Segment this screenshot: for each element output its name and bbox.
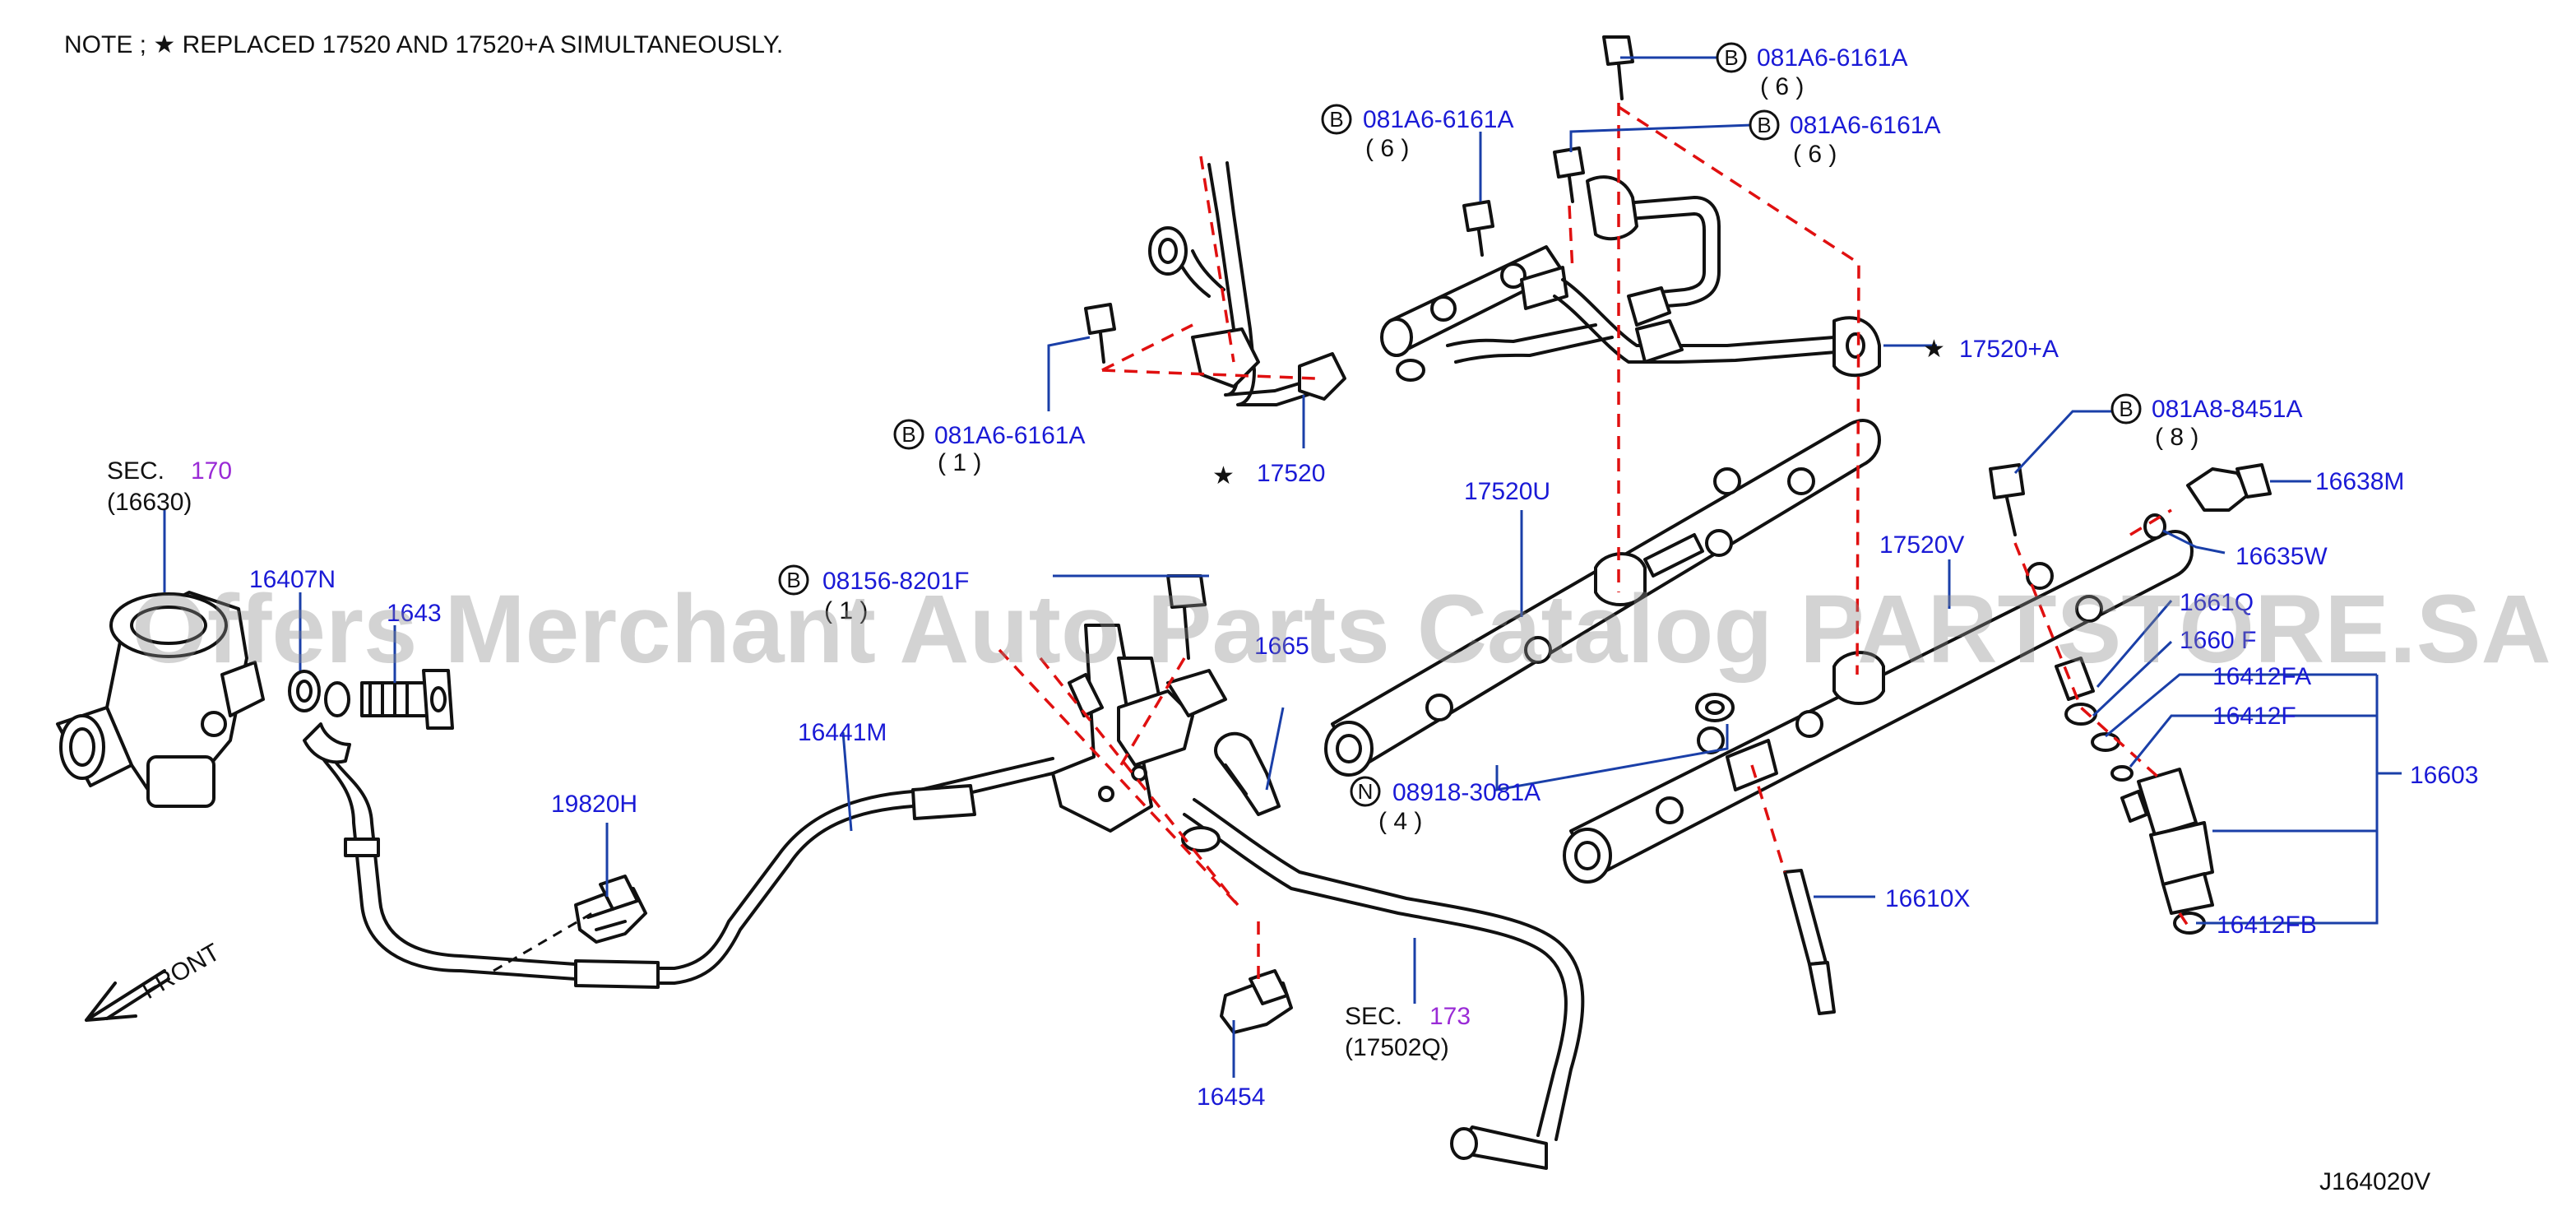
label-16412f[interactable]: 16412F	[2212, 703, 2296, 730]
return-hose-sec173	[1181, 798, 1585, 1170]
bolt-callout-b6-prefix: B	[2119, 397, 2133, 421]
bolt-081a6-left	[1462, 200, 1494, 257]
bolt-callout-b4-prefix: B	[901, 422, 915, 447]
bolt-callout-b2-qty: ( 6 )	[1793, 141, 1837, 168]
front-label: FRONT	[137, 939, 225, 1005]
clip-dash-line	[493, 912, 593, 972]
fuel-pipe-17520	[1148, 161, 1346, 406]
label-17520a[interactable]: 17520+A	[1959, 336, 2059, 363]
bolt-081a6-top	[1602, 35, 1634, 100]
fuel-hose-16441m	[303, 722, 1054, 989]
watermark: Offers Merchant Auto Parts Catalog PARTS…	[132, 575, 2551, 684]
pressure-sensor-connector	[1068, 669, 1227, 767]
clip-16454	[1220, 969, 1293, 1034]
section-170-sub: (16630)	[107, 489, 192, 516]
bolt-callout-b3-part[interactable]: 081A6-6161A	[1363, 106, 1514, 133]
star-icon: ★	[1212, 462, 1235, 490]
bolt-081a6-mid	[1553, 146, 1585, 203]
bolt-callout-b5-prefix: B	[786, 568, 800, 592]
nut-callout-n1-part[interactable]: 08918-3081A	[1392, 779, 1541, 806]
label-1643[interactable]: 1643	[387, 600, 442, 627]
nut-callout-n1-circle	[1350, 776, 1381, 807]
front-arrow-icon	[85, 969, 170, 1022]
pressure-sensor-16638m	[2143, 463, 2272, 540]
bolt-callout-b2-circle	[1749, 109, 1780, 141]
replacement-note: NOTE ; ★ REPLACED 17520 AND 17520+A SIMU…	[64, 31, 783, 58]
bolt-callout-b1-prefix: B	[1724, 45, 1738, 70]
label-16610x[interactable]: 16610X	[1885, 885, 1970, 912]
label-16650[interactable]: 1665	[1254, 633, 1309, 660]
bolt-callout-b6-circle	[2110, 393, 2142, 425]
star-icon: ★	[1923, 336, 1945, 363]
fuel-pump	[56, 591, 265, 808]
label-16454[interactable]: 16454	[1197, 1083, 1265, 1111]
label-16638m[interactable]: 16638M	[2315, 468, 2404, 495]
bolt-081a6-pipe	[1084, 303, 1116, 364]
bolt-callout-b4-qty: ( 1 )	[938, 449, 981, 476]
label-1661q[interactable]: 1661Q	[2180, 589, 2254, 616]
bolt-callout-b5-circle	[778, 564, 809, 596]
bolt-callout-b1-part[interactable]: 081A6-6161A	[1757, 44, 1908, 72]
red-dash-lines	[998, 103, 2189, 983]
label-16412fb[interactable]: 16412FB	[2217, 912, 2317, 939]
section-170-link[interactable]: 170	[191, 457, 232, 485]
label-16412fa[interactable]: 16412FA	[2212, 663, 2311, 690]
bolt-callout-b1-qty: ( 6 )	[1760, 73, 1804, 100]
insulator-08918	[1695, 693, 1735, 722]
injector-16600	[2120, 768, 2214, 935]
pump-fitting-16407n	[288, 670, 350, 717]
bolt-callout-b6-qty: ( 8 )	[2155, 424, 2198, 451]
label-16635w[interactable]: 16635W	[2235, 543, 2328, 570]
fuel-pipe-17520a	[1553, 175, 1881, 378]
bolt-callout-b5-qty: ( 1 )	[824, 597, 868, 624]
label-17520[interactable]: 17520	[1257, 460, 1325, 487]
section-173-link[interactable]: 173	[1429, 1003, 1471, 1030]
bolt-callout-b3-circle	[1321, 104, 1352, 135]
bolt-081a8-8451a	[1989, 463, 2025, 536]
section-170-prefix: SEC.	[107, 457, 164, 485]
label-16407n[interactable]: 16407N	[249, 566, 336, 593]
bolt-callout-b3-prefix: B	[1329, 107, 1343, 132]
section-173-sub: (17502Q)	[1345, 1034, 1449, 1061]
label-17520u[interactable]: 17520U	[1464, 478, 1550, 505]
diagram-code: J164020V	[2319, 1168, 2430, 1195]
fuel-rail-17520u	[1324, 419, 1881, 777]
clip-19820h	[574, 875, 647, 944]
nut-callout-n1-prefix: N	[1358, 779, 1374, 804]
label-1660f[interactable]: 1660 F	[2180, 627, 2256, 654]
bolt-callout-b1-circle	[1716, 42, 1747, 73]
union-bolt-1643	[360, 669, 454, 730]
nut-callout-n1-qty: ( 4 )	[1378, 808, 1422, 835]
clip-16650d	[1214, 731, 1281, 816]
bolt-callout-b5-part[interactable]: 08156-8201F	[822, 568, 969, 595]
bolt-callout-b3-qty: ( 6 )	[1365, 135, 1409, 162]
leader-lines	[163, 56, 2402, 1078]
label-19820h[interactable]: 19820H	[551, 791, 637, 818]
label-17520v[interactable]: 17520V	[1879, 531, 1964, 559]
label-16441m[interactable]: 16441M	[798, 719, 887, 746]
label-16603[interactable]: 16603	[2410, 762, 2478, 789]
bolt-callout-b6-part[interactable]: 081A8-8451A	[2152, 396, 2303, 423]
bolt-callout-b4-part[interactable]: 081A6-6161A	[934, 422, 1086, 449]
bolt-callout-b4-circle	[893, 419, 924, 450]
spacer-16610x	[1783, 869, 1836, 1015]
bolt-callout-b2-prefix: B	[1757, 113, 1771, 137]
bolt-callout-b2-part[interactable]: 081A6-6161A	[1790, 112, 1941, 139]
upper-fuel-rail	[1380, 245, 1614, 382]
section-173-prefix: SEC.	[1345, 1003, 1402, 1030]
